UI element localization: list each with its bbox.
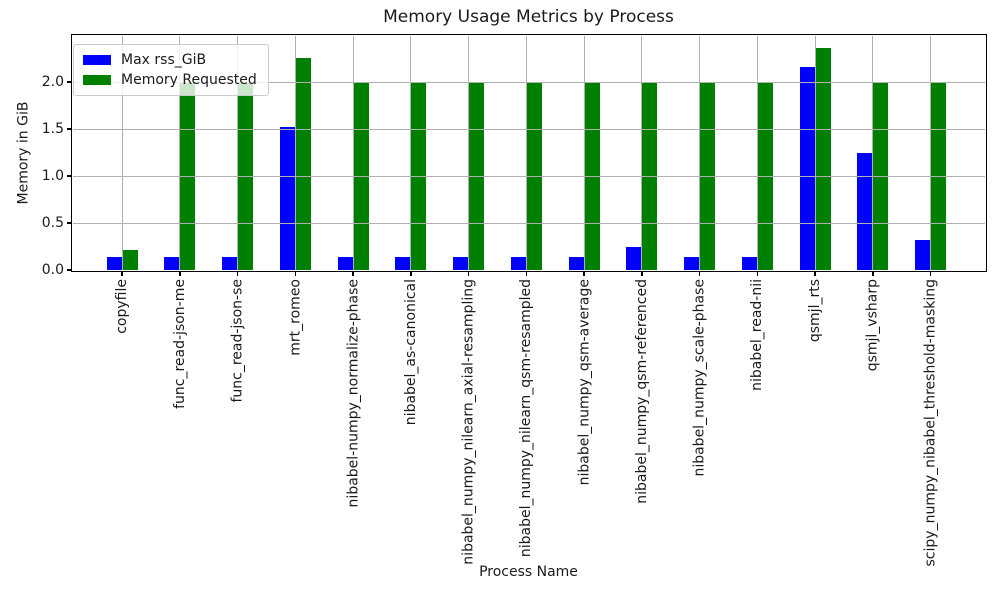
bar-max-rss-gib xyxy=(453,256,469,270)
vertical-gridline xyxy=(294,36,296,270)
horizontal-gridline xyxy=(72,128,985,130)
legend-label-1: Memory Requested xyxy=(121,72,257,88)
y-axis-label: Memory in GiB xyxy=(15,101,32,205)
x-tick-mark xyxy=(352,271,354,276)
x-tick-label: mrt_romeo xyxy=(287,279,304,356)
vertical-gridline xyxy=(930,36,931,270)
y-tick-mark xyxy=(66,81,71,83)
vertical-gridline xyxy=(468,36,469,270)
x-tick-label: qsmjl_rts xyxy=(807,279,823,343)
y-tick-mark xyxy=(66,175,71,177)
x-tick-mark xyxy=(756,271,758,276)
horizontal-gridline xyxy=(72,175,985,177)
bar-max-rss-gib xyxy=(222,256,238,270)
x-tick-mark xyxy=(698,271,701,276)
bar-max-rss-gib xyxy=(568,256,584,270)
x-tick-mark xyxy=(525,271,527,276)
x-tick-mark xyxy=(814,271,816,276)
y-tick-label: 1.0 xyxy=(41,168,64,185)
bar-max-rss-gib xyxy=(164,256,180,270)
x-tick-label: copyfile xyxy=(114,279,130,334)
vertical-gridline xyxy=(872,36,874,270)
bar-max-rss-gib xyxy=(915,239,931,270)
vertical-gridline xyxy=(352,36,354,270)
x-tick-label: nibabel_as-canonical xyxy=(402,279,419,426)
bar-max-rss-gib xyxy=(684,256,700,270)
legend-entry-max-rss: Max rss_GiB xyxy=(83,50,257,70)
y-tick-mark xyxy=(66,128,71,130)
bar-max-rss-gib xyxy=(510,256,527,270)
y-tick-label: 1.5 xyxy=(41,121,64,138)
vertical-gridline xyxy=(179,36,181,270)
x-tick-label: nibabel_numpy_scale-phase xyxy=(691,279,708,477)
x-tick-label: nibabel_numpy_qsm-average xyxy=(576,279,592,486)
legend-entry-memory-requested: Memory Requested xyxy=(83,70,257,90)
x-tick-mark xyxy=(641,271,643,276)
x-tick-mark xyxy=(236,271,239,276)
bar-max-rss-gib xyxy=(106,256,122,270)
y-tick-mark xyxy=(66,269,71,271)
x-tick-mark xyxy=(467,271,470,276)
x-tick-mark xyxy=(872,271,874,276)
x-tick-mark xyxy=(583,271,585,276)
vertical-gridline xyxy=(699,36,700,270)
bar-memory-requested xyxy=(295,57,311,270)
x-tick-label: nibabel_numpy_nilearn_qsm-resampled xyxy=(518,279,535,558)
y-tick-label: 2.0 xyxy=(41,74,64,91)
bar-max-rss-gib xyxy=(279,127,296,270)
vertical-gridline xyxy=(756,36,758,270)
horizontal-gridline xyxy=(72,81,985,83)
x-tick-mark xyxy=(179,271,181,276)
x-tick-label: nibabel_numpy_qsm-referenced xyxy=(633,279,650,504)
x-tick-label: scipy_numpy_nibabel_threshold-masking xyxy=(922,279,939,567)
x-tick-label: nibabel_read-nii xyxy=(749,279,766,391)
bar-max-rss-gib xyxy=(741,256,758,270)
vertical-gridline xyxy=(641,36,643,270)
bar-max-rss-gib xyxy=(626,246,642,270)
bar-max-rss-gib xyxy=(799,67,815,270)
legend-label-0: Max rss_GiB xyxy=(121,52,207,68)
vertical-gridline xyxy=(410,36,412,270)
bar-memory-requested xyxy=(815,48,831,270)
bar-max-rss-gib xyxy=(337,256,353,270)
vertical-gridline xyxy=(237,36,238,270)
x-tick-mark xyxy=(294,271,296,276)
x-tick-mark xyxy=(929,271,932,276)
x-tick-label: qsmjl_vsharp xyxy=(864,279,881,372)
legend: Max rss_GiB Memory Requested xyxy=(73,44,269,96)
legend-swatch-1 xyxy=(83,75,111,85)
bar-memory-requested xyxy=(122,250,138,270)
x-tick-mark xyxy=(410,271,412,276)
y-tick-mark xyxy=(66,222,71,224)
bar-max-rss-gib xyxy=(395,256,411,270)
x-tick-label: nibabel-numpy_normalize-phase xyxy=(345,279,361,508)
vertical-gridline xyxy=(583,36,585,270)
x-axis-label: Process Name xyxy=(479,564,578,580)
legend-swatch-0 xyxy=(83,55,111,65)
x-tick-label: func_read-json-me xyxy=(171,279,188,409)
chart-title: Memory Usage Metrics by Process xyxy=(383,7,674,27)
x-tick-label: func_read-json-se xyxy=(229,279,246,403)
y-tick-label: 0.0 xyxy=(41,262,64,278)
bar-max-rss-gib xyxy=(857,152,873,270)
vertical-gridline xyxy=(121,36,123,270)
x-tick-mark xyxy=(121,271,123,276)
vertical-gridline xyxy=(525,36,527,270)
horizontal-gridline xyxy=(72,222,985,224)
y-tick-label: 0.5 xyxy=(41,215,64,231)
vertical-gridline xyxy=(814,36,816,270)
y-axis-label-wrap: Memory in GiB xyxy=(14,36,32,270)
x-tick-label: nibabel_numpy_nilearn_axial-resampling xyxy=(460,279,477,565)
